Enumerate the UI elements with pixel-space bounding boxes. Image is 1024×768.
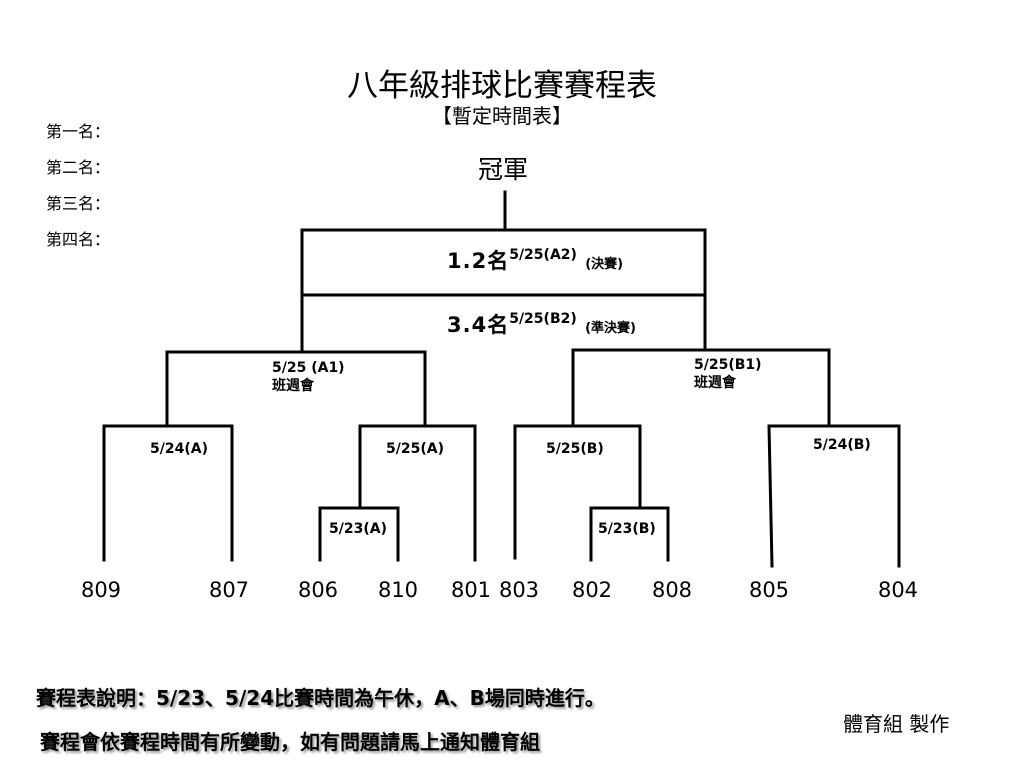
quarter-4-match: 5/24(B) xyxy=(813,437,871,453)
third-place-rank: 3.4名 xyxy=(447,313,510,337)
round1-left-match: 5/23(A) xyxy=(329,521,387,537)
page-subtitle: 【暫定時間表】 xyxy=(432,104,572,128)
semi-left-venue: 班週會 xyxy=(272,378,314,394)
final-stage: (決賽) xyxy=(585,257,624,272)
final-match-label: 1.2名5/25(A2) (決賽) xyxy=(447,245,623,275)
page-title: 八年級排球比賽賽程表 xyxy=(347,68,657,104)
round1-right-match: 5/23(B) xyxy=(598,521,656,537)
third-place-match-label: 3.4名5/25(B2) (準決賽) xyxy=(447,309,636,339)
quarter-3-match: 5/25(B) xyxy=(546,441,604,457)
quarter-1-match: 5/24(A) xyxy=(150,441,208,457)
rank-third-label: 第三名： xyxy=(46,194,111,213)
team-804: 804 xyxy=(877,578,919,602)
team-803: 803 xyxy=(498,578,540,602)
team-802: 802 xyxy=(571,578,613,602)
rank-fourth-label: 第四名： xyxy=(46,230,111,249)
semi-left-match: 5/25 (A1) 班週會 xyxy=(272,359,345,395)
third-place-stage: (準決賽) xyxy=(585,321,636,336)
quarter-2-match: 5/25(A) xyxy=(386,441,444,457)
schedule-note-1: 賽程表說明：5/23、5/24比賽時間為午休，A、B場同時進行。 xyxy=(36,686,605,710)
semi-left-date: 5/25 (A1) xyxy=(272,360,345,376)
quarter-4-leg-1 xyxy=(767,424,774,568)
schedule-note-2: 賽程會依賽程時間有所變動，如有問題請馬上通知體育組 xyxy=(40,730,540,754)
rank-second-label: 第二名： xyxy=(46,158,111,177)
rank-first-label: 第一名： xyxy=(46,122,111,141)
team-809: 809 xyxy=(80,578,122,602)
credit-label: 體育組 製作 xyxy=(843,712,950,736)
team-807: 807 xyxy=(208,578,250,602)
final-rank: 1.2名 xyxy=(447,249,510,273)
team-801: 801 xyxy=(450,578,492,602)
team-805: 805 xyxy=(748,578,790,602)
semi-right-date: 5/25(B1) xyxy=(694,357,762,373)
team-806: 806 xyxy=(297,578,339,602)
final-date: 5/25(A2) xyxy=(509,247,577,263)
semi-right-venue: 班週會 xyxy=(694,375,736,391)
semi-right-match: 5/25(B1) 班週會 xyxy=(694,356,762,392)
third-place-date: 5/25(B2) xyxy=(509,311,577,327)
team-810: 810 xyxy=(377,578,419,602)
team-808: 808 xyxy=(651,578,693,602)
champion-label: 冠軍 xyxy=(478,155,529,184)
